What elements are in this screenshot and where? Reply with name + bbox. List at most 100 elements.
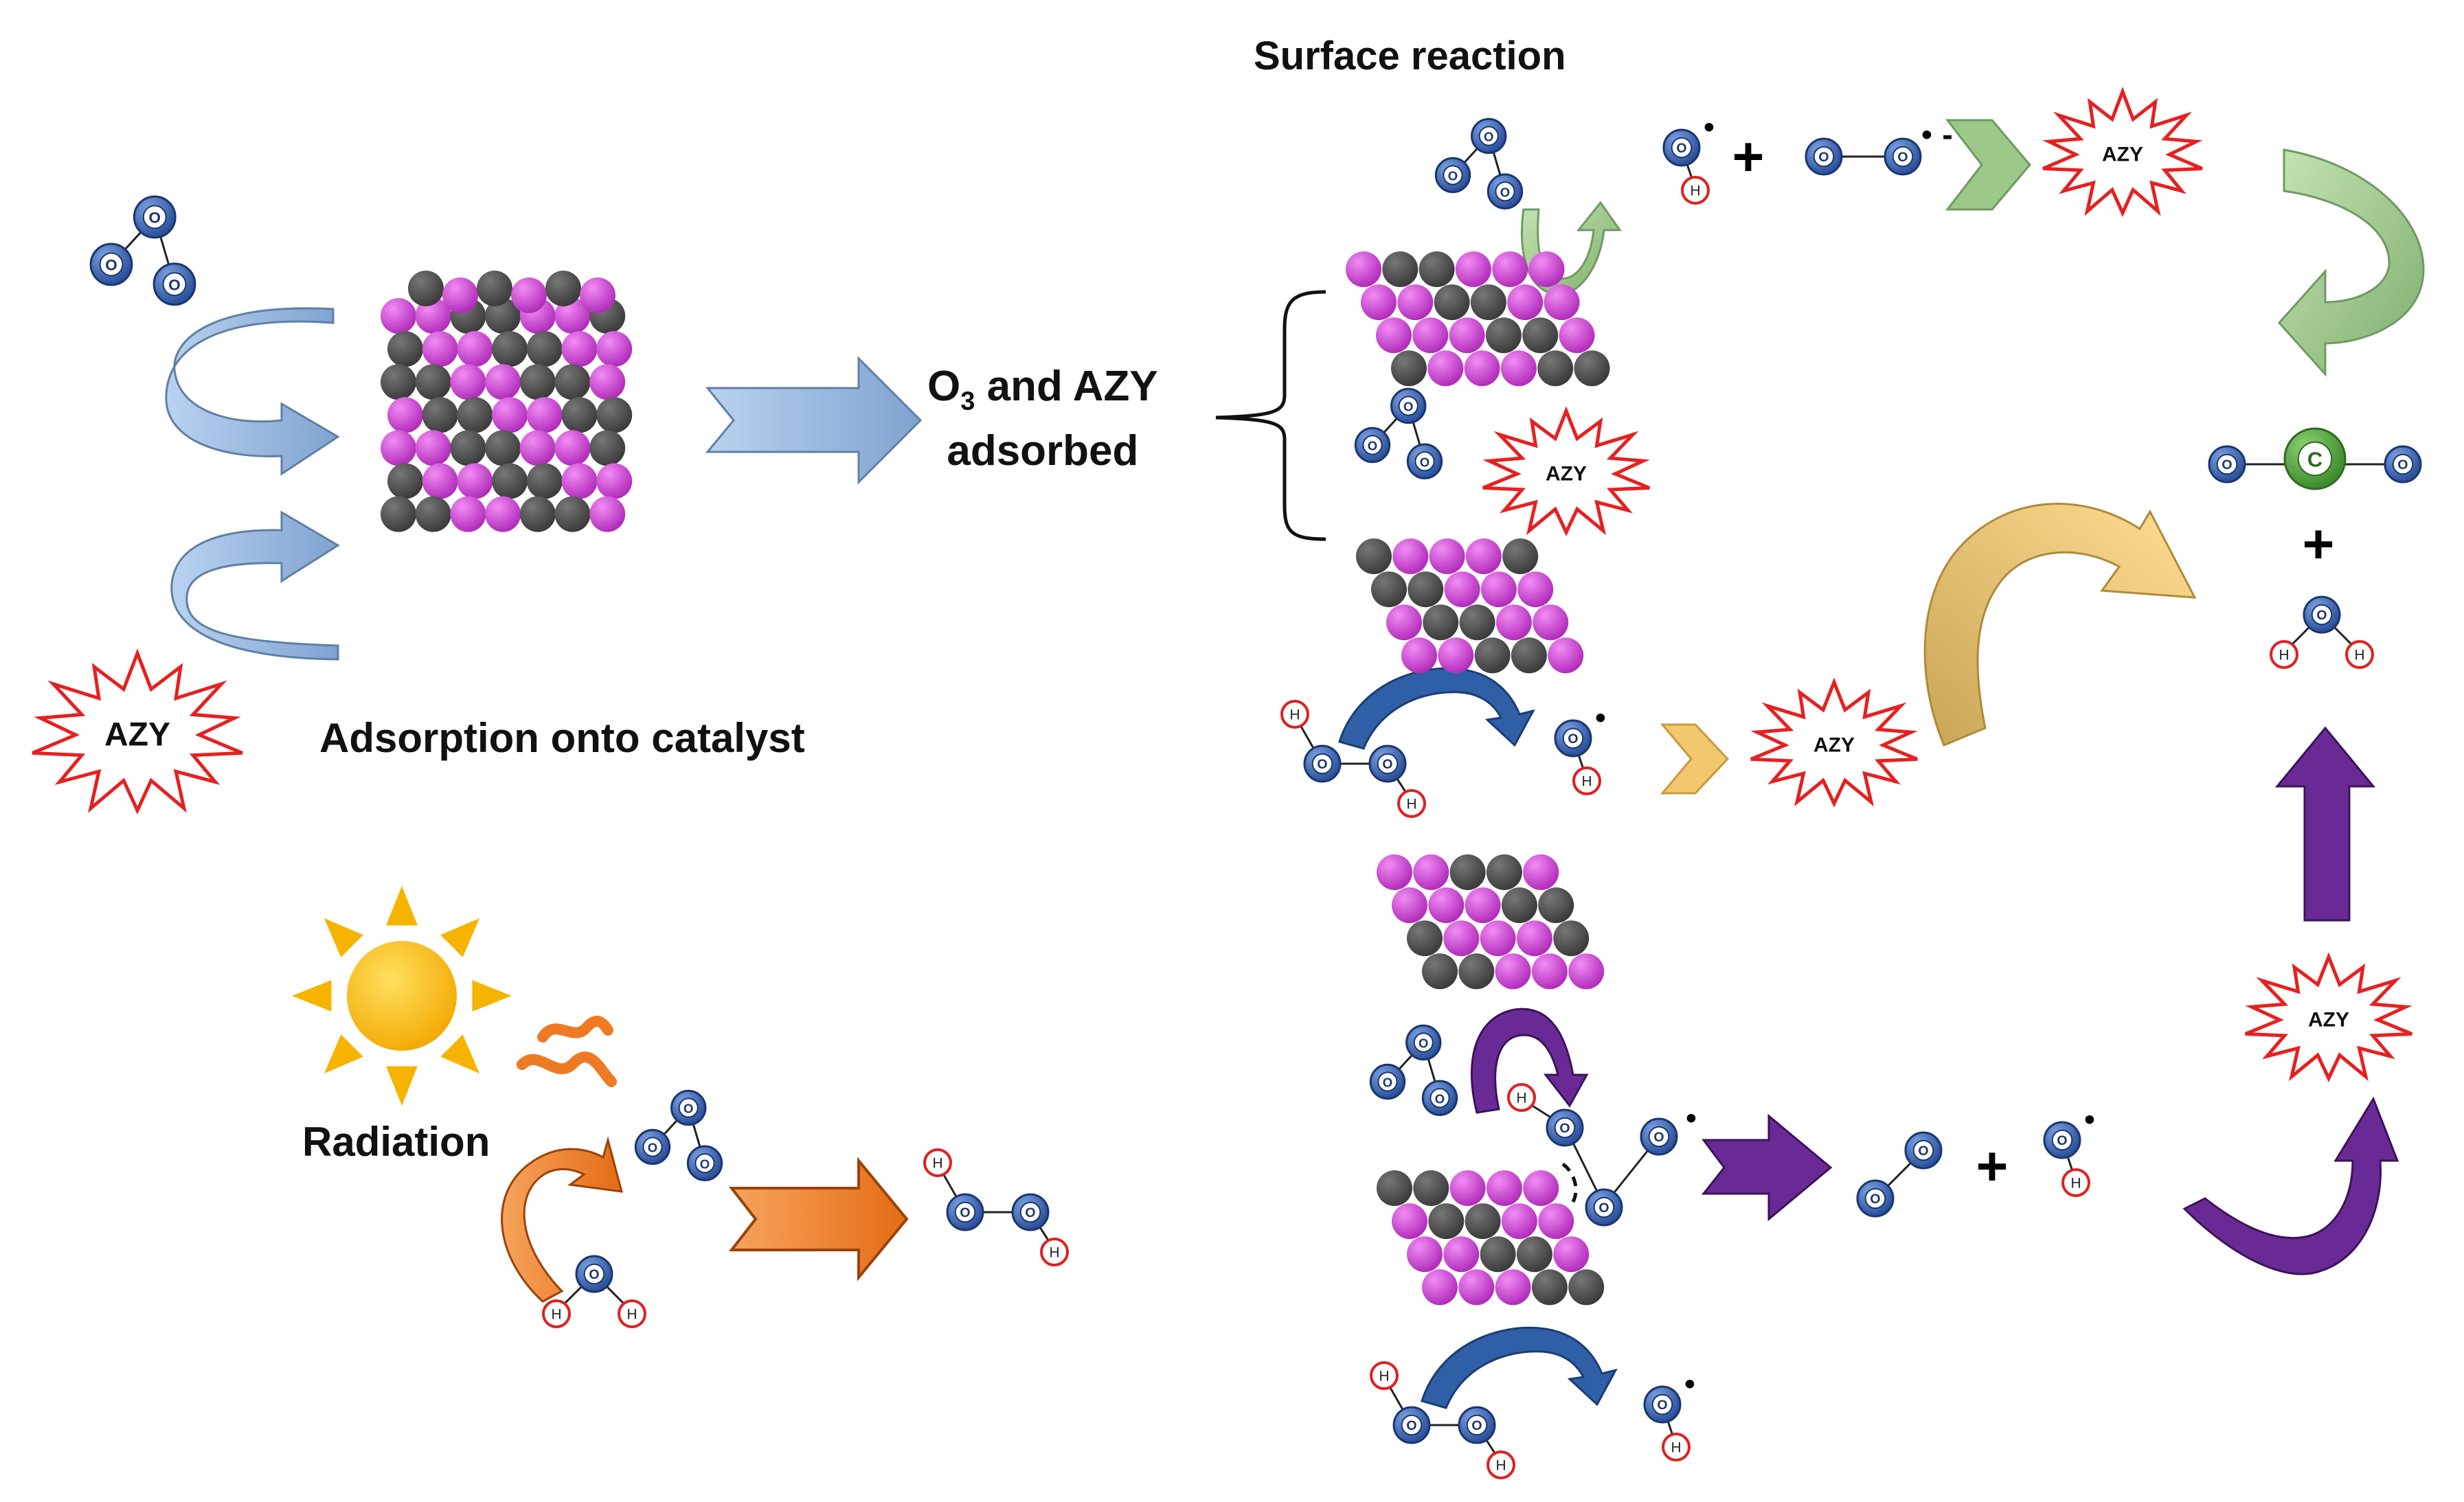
catalyst-particle — [596, 397, 633, 433]
radical-dot: • — [1704, 111, 1714, 144]
plus-sign: + — [1976, 1136, 2009, 1197]
hydrogen-symbol: H — [932, 1156, 942, 1172]
catalyst-particle — [1559, 317, 1595, 354]
catalyst-particle — [1516, 920, 1552, 957]
catalyst-particle — [415, 430, 451, 466]
oxygen-symbol: O — [1500, 185, 1510, 199]
catalyst-particle — [554, 298, 591, 334]
oxygen-core — [1414, 451, 1435, 472]
oxygen-core — [678, 1097, 699, 1118]
catalyst-particle — [589, 430, 626, 466]
catalyst-particle — [519, 496, 556, 532]
hydrogen-symbol: H — [1049, 1245, 1059, 1261]
sun-ray — [324, 1034, 363, 1074]
arrow-orange-curved — [501, 1136, 624, 1303]
arrow-purple-up — [2274, 726, 2376, 922]
catalyst-particle — [519, 430, 556, 466]
radical-dot: • — [1684, 1367, 1695, 1401]
catalyst-particle — [580, 277, 615, 313]
chevron-yellow — [1660, 723, 1730, 795]
ozone-molecule-adsorbed: OOO — [1354, 387, 1443, 479]
catalyst-particle — [1486, 1170, 1522, 1206]
catalyst-particle — [1553, 920, 1590, 957]
oxygen-core — [1912, 1139, 1934, 1161]
catalyst-particle — [1428, 887, 1465, 924]
radical-dot: • — [1686, 1102, 1696, 1135]
hydrogen-atom — [618, 1299, 646, 1328]
catalyst-particle — [381, 430, 416, 466]
catalyst-particle — [1502, 538, 1539, 574]
oxygen-symbol: O — [1870, 1192, 1880, 1207]
hydrogen-symbol: H — [1406, 797, 1416, 812]
azy-text: AZY — [104, 717, 170, 753]
oxygen-core — [1429, 1088, 1450, 1108]
catalyst-particle — [526, 397, 563, 433]
catalyst-particle — [415, 298, 451, 334]
radiation-label: Radiation — [302, 1119, 490, 1165]
catalyst-particle — [387, 397, 423, 433]
oxygen-core — [1377, 753, 1399, 775]
plus-symbol: + — [1732, 126, 1765, 187]
oxygen-symbol: O — [1657, 1398, 1667, 1413]
oxygen-core — [1562, 727, 1584, 749]
oxygen-symbol: O — [1419, 1036, 1428, 1051]
catalyst-particle — [1474, 637, 1511, 674]
hydrogen-symbol: H — [1581, 774, 1592, 790]
burst-outline — [2244, 952, 2413, 1082]
o3-suffix: and AZY — [975, 363, 1158, 410]
plus-symbol: + — [1976, 1136, 2009, 1197]
catalyst-particle — [519, 364, 556, 400]
hydrogen-symbol: H — [2354, 648, 2364, 663]
oxygen-core — [694, 1153, 715, 1174]
oxygen-symbol: O — [2057, 1133, 2067, 1148]
catalyst-particle — [1465, 1203, 1501, 1240]
oxygen-core — [583, 1263, 605, 1285]
catalyst-particle — [457, 397, 493, 433]
hydrogen-atom — [1370, 1361, 1399, 1390]
hydrogen-symbol: H — [1671, 1440, 1681, 1456]
catalyst-particle — [442, 277, 478, 313]
catalyst-particle — [511, 277, 547, 313]
oxygen-symbol: O — [1653, 1130, 1664, 1145]
sun-ray — [324, 918, 363, 957]
catalyst-particle — [1377, 1170, 1412, 1206]
oxygen-core — [1648, 1126, 1670, 1148]
oxygen-symbol: O — [1676, 141, 1686, 156]
arrow-blue-curved-bottom — [1421, 1326, 1618, 1409]
catalyst-particle — [1574, 350, 1610, 387]
hydrogen-atom — [1507, 1083, 1536, 1112]
ozone-molecule-lower: OOO — [1369, 1024, 1458, 1116]
catalyst-particle — [1361, 284, 1397, 321]
catalyst-particle — [450, 364, 486, 400]
sun-ray — [440, 1034, 480, 1074]
chevron-green — [1945, 119, 2031, 211]
catalyst-particle — [1407, 1236, 1443, 1273]
oxygen-symbol: O — [1448, 169, 1458, 183]
catalyst-particle — [1501, 887, 1537, 924]
oxygen-core — [142, 205, 167, 229]
ozone-molecule-radiation: OOO — [634, 1089, 723, 1181]
catalyst-particle — [1397, 284, 1434, 321]
catalyst-particle — [1346, 251, 1381, 287]
catalyst-particle — [1495, 604, 1532, 641]
oxygen-symbol: O — [1484, 130, 1493, 144]
ozone-molecule-surface: O O O — [1434, 117, 1524, 209]
catalyst-particle — [1412, 317, 1449, 354]
catalyst-particle — [457, 463, 493, 499]
catalyst-particle — [1480, 571, 1517, 608]
hydrogen-atom — [1280, 700, 1309, 729]
catalyst-particle — [1470, 284, 1506, 321]
arrow-to-adsorbed — [705, 356, 923, 485]
catalyst-particle — [485, 364, 521, 400]
arrow-yellow-curved — [1923, 503, 2197, 747]
catalyst-particle — [415, 496, 451, 532]
oxygen-core — [162, 272, 187, 297]
oxygen-symbol: O — [1818, 150, 1829, 165]
hydrogen-symbol: H — [626, 1307, 637, 1323]
